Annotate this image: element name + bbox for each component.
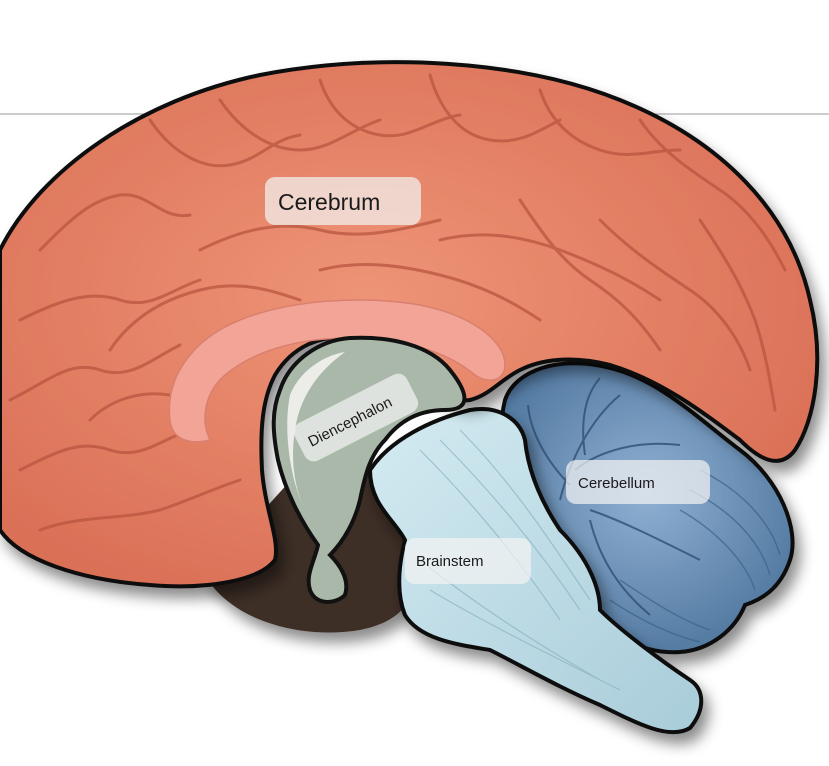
label-diencephalon-box <box>293 373 419 462</box>
label-cerebellum: Cerebellum <box>566 460 710 504</box>
label-cerebrum-box <box>265 177 421 225</box>
ventricle-area <box>287 352 345 510</box>
label-cerebellum-box <box>566 460 710 504</box>
brainstem-region <box>367 407 704 735</box>
label-cerebrum: Cerebrum <box>265 177 421 225</box>
label-brainstem-text: Brainstem <box>416 553 484 570</box>
label-cerebrum-text: Cerebrum <box>278 189 380 215</box>
label-cerebellum-text: Cerebellum <box>578 475 655 492</box>
midbrain-dark-tissue <box>205 470 416 633</box>
label-brainstem: Brainstem <box>405 538 531 584</box>
corpus-callosum <box>168 299 506 443</box>
label-brainstem-box <box>405 538 531 584</box>
